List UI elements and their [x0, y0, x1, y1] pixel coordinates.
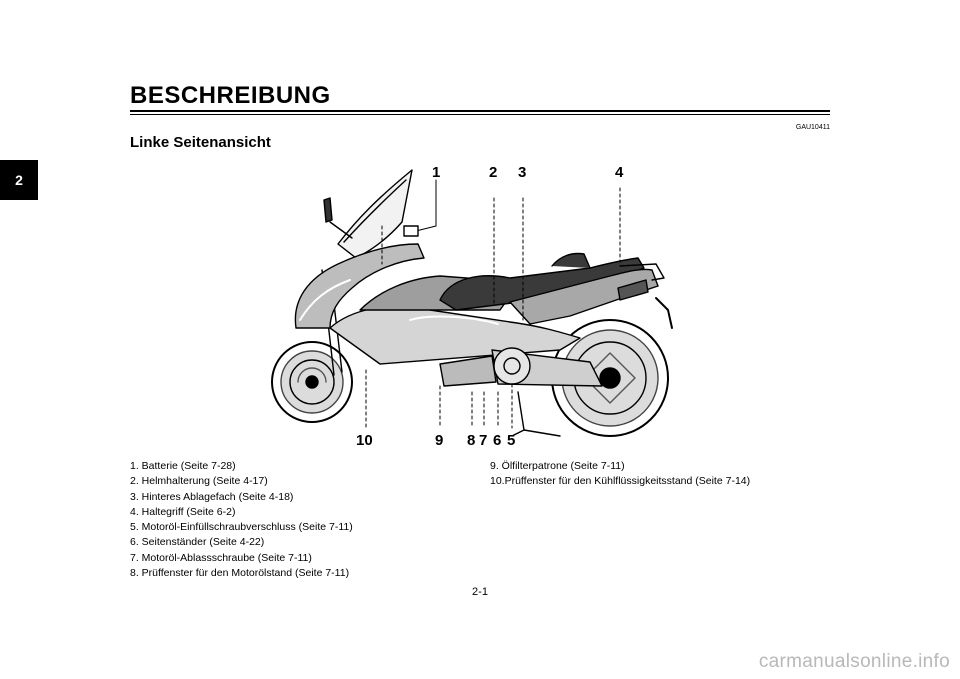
chapter-tab: 2: [0, 160, 38, 200]
callout-3: 3: [518, 164, 527, 181]
page-title: BESCHREIBUNG: [130, 82, 331, 109]
page-number: 2-1: [472, 586, 488, 598]
legend-item: 4. Haltegriff (Seite 6-2): [130, 505, 236, 518]
scooter-illustration: [271, 169, 673, 437]
watermark: carmanualsonline.info: [758, 651, 950, 672]
legend-item: 6. Seitenständer (Seite 4-22): [130, 536, 265, 549]
document-code: GAU10411: [795, 124, 830, 131]
callout-5: 5: [507, 432, 516, 449]
legend-item: 9. Ölfilterpatrone (Seite 7-11): [490, 460, 625, 472]
title-rule: [130, 110, 830, 112]
legend-left: 1. Batterie (Seite 7-28) 2. Helmhalterun…: [130, 459, 470, 581]
legend-item: 8. Prüffenster für den Motorölstand (Sei…: [130, 567, 350, 580]
legend-item: 7. Motoröl-Ablassschraube (Seite 7-11): [130, 551, 312, 564]
callout-6: 6: [493, 432, 502, 449]
callout-8: 8: [467, 432, 476, 449]
callout-10: 10: [356, 432, 373, 449]
callout-9: 9: [435, 432, 444, 449]
legend-right: 9. Ölfilterpatrone (Seite 7-11) 10.Prüff…: [490, 459, 830, 490]
legend-item: 5. Motoröl-Einfüllschraubverschluss (Sei…: [130, 521, 353, 534]
legend-item: 3. Hinteres Ablagefach (Seite 4-18): [130, 490, 294, 503]
callout-7: 7: [479, 432, 488, 449]
legend-item: 1. Batterie (Seite 7-28): [130, 460, 236, 472]
legend-item: 2. Helmhalterung (Seite 4-17): [130, 475, 268, 488]
title-rule-thin: [130, 114, 830, 115]
legend-item: 10.Prüffenster für den Kühlflüssigkeitss…: [490, 475, 751, 488]
scooter-diagram: 1 2 3 4 5 6 7 8 9 10: [260, 160, 700, 450]
callout-1: 1: [432, 164, 441, 181]
section-title: Linke Seitenansicht: [130, 134, 271, 151]
callout-2: 2: [489, 164, 498, 181]
callout-4: 4: [615, 164, 624, 181]
